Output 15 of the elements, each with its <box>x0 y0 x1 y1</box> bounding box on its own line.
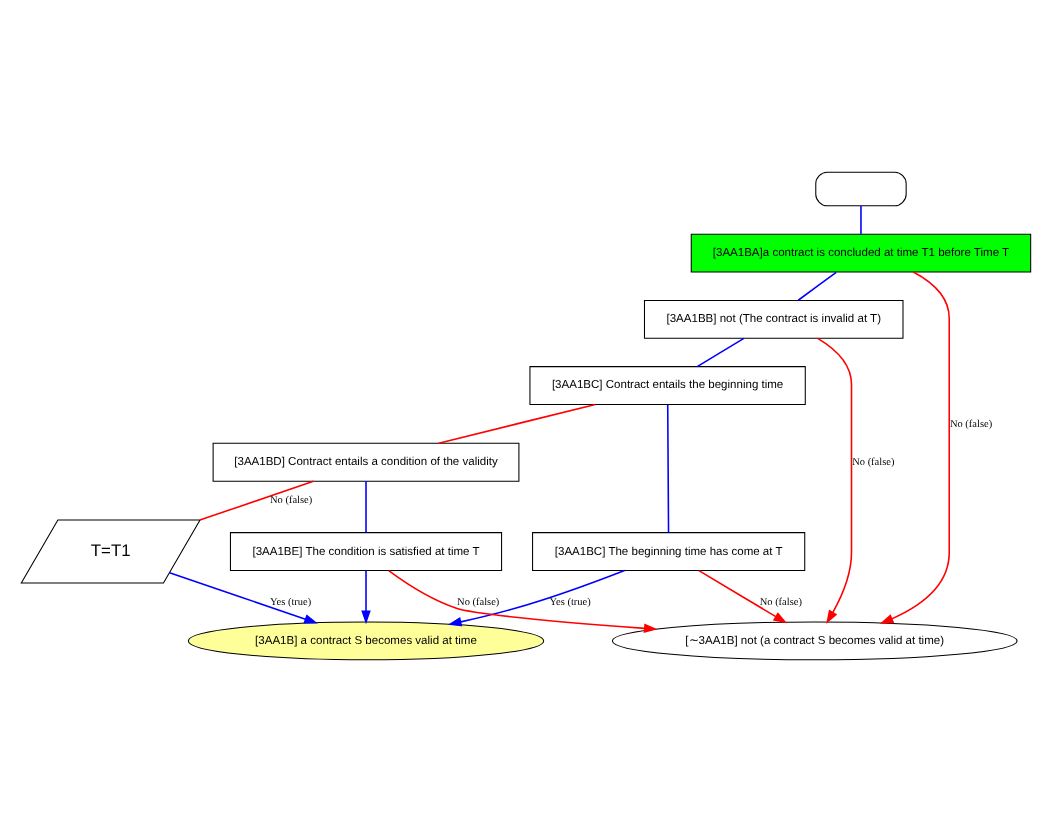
connector <box>199 480 315 521</box>
connector <box>696 337 745 368</box>
connector <box>365 480 367 534</box>
arrow <box>698 569 788 624</box>
connector <box>797 271 837 302</box>
connector <box>860 205 862 235</box>
arrow <box>816 337 853 624</box>
connector <box>437 403 597 444</box>
arrow <box>447 569 626 627</box>
arrow <box>168 571 318 624</box>
arrow <box>387 569 658 634</box>
arrow <box>879 271 950 624</box>
arrow <box>361 569 371 625</box>
node-stadium <box>815 171 907 207</box>
connector <box>666 403 670 534</box>
